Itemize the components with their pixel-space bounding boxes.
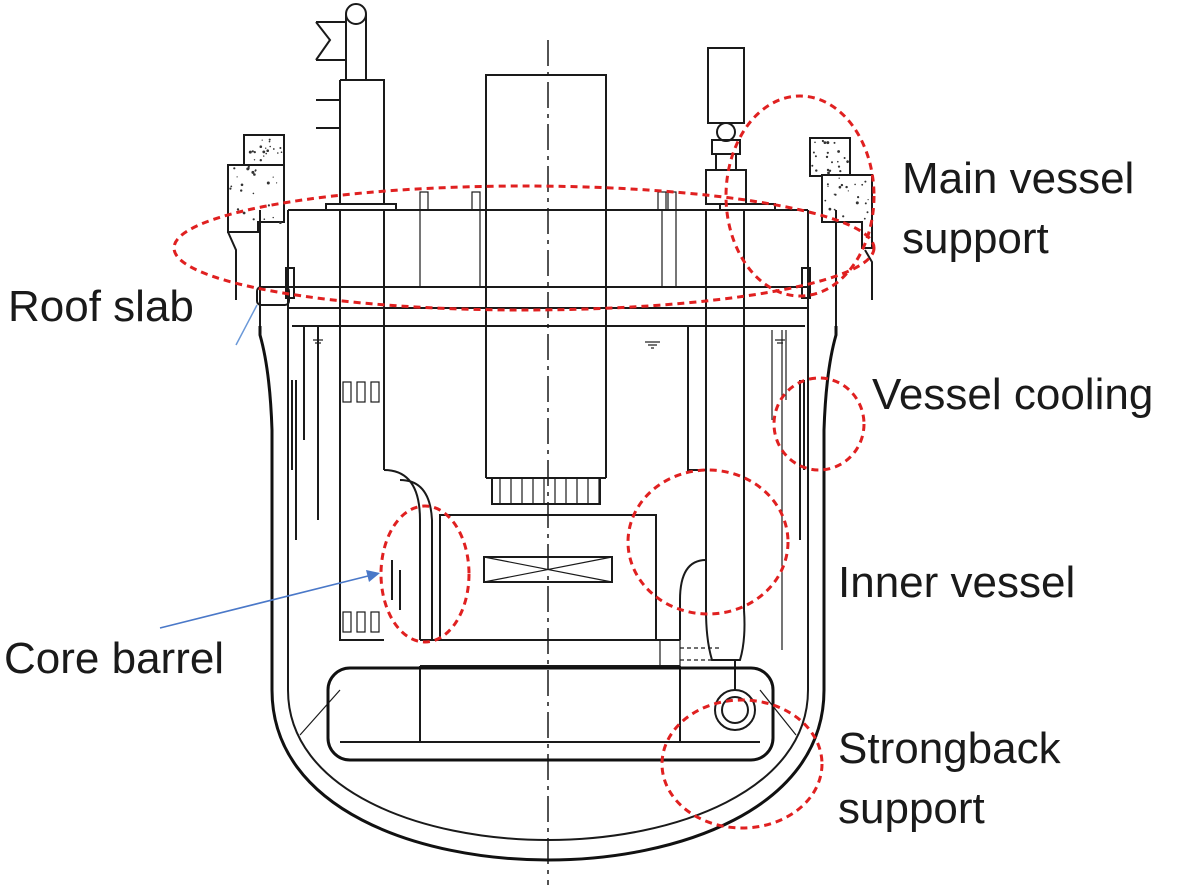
core-barrel-pointer (159, 570, 380, 629)
central-column (485, 74, 607, 505)
concrete-texture (229, 138, 869, 225)
concrete-left (227, 134, 285, 300)
roof-slab-structure (256, 191, 837, 327)
sodium-level-marks (313, 339, 785, 349)
left-component-column (315, 3, 385, 641)
highlight-roof-slab (172, 184, 876, 312)
concrete-right (809, 137, 873, 300)
highlight-main-vessel-support (724, 94, 876, 298)
core-support-structure (299, 639, 797, 743)
label-core-barrel: Core barrel (4, 634, 225, 683)
highlight-core-barrel (379, 504, 471, 644)
label-strongback-support-line1: Strongback (838, 724, 1061, 773)
highlight-vessel-cooling (772, 376, 866, 472)
core (391, 514, 657, 641)
label-main-vessel-support-line2: support (902, 214, 1049, 263)
label-roof-slab: Roof slab (8, 282, 194, 331)
right-component-column (705, 47, 756, 731)
label-strongback-support-line2: support (838, 784, 985, 833)
highlight-strongback-support (660, 698, 824, 830)
strongback-outline (326, 666, 775, 762)
label-main-vessel-support-line1: Main vessel (902, 154, 1135, 203)
highlight-inner-vessel (626, 468, 790, 616)
roof-slab-pointer (235, 304, 258, 346)
main-vessel (258, 326, 838, 862)
label-inner-vessel: Inner vessel (838, 558, 1076, 607)
label-vessel-cooling: Vessel cooling (872, 370, 1154, 419)
inner-vessel-structure (303, 326, 707, 641)
